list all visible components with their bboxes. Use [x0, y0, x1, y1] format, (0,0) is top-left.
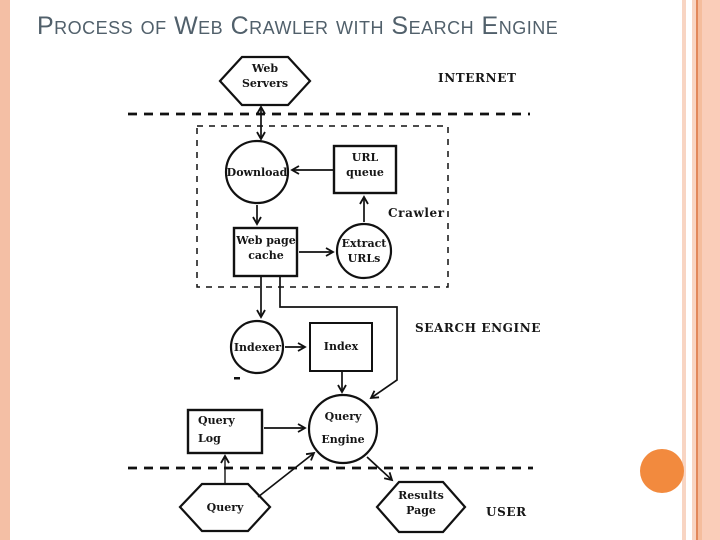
- text-line: Page: [406, 504, 436, 518]
- zone-label-crawler: Crawler: [388, 206, 445, 220]
- node-label-query: Query: [206, 501, 244, 514]
- query-log-rect: [186, 408, 264, 455]
- text-line: Web: [251, 62, 279, 75]
- results-page-hexagon: [375, 480, 467, 534]
- arrow-query-engine-results-page: [366, 456, 394, 482]
- arrow-web-page-cache-query-engine: [279, 277, 398, 400]
- text-line: Log: [198, 431, 221, 445]
- ink-speck: [234, 377, 240, 380]
- query-hexagon: [178, 482, 272, 533]
- right-border-stripe-dark: [696, 0, 698, 540]
- node-label-query-engine: Query Engine: [308, 406, 378, 451]
- text-line: cache: [248, 248, 284, 262]
- node-label-web-servers: Web Servers: [223, 62, 307, 92]
- right-border-stripe: [698, 0, 702, 540]
- extract-urls-circle: [335, 222, 393, 280]
- query-engine-circle: [307, 393, 379, 465]
- crawler-dashed-box: [196, 125, 449, 288]
- node-label-indexer: Indexer: [233, 341, 282, 354]
- node-label-query-log: Query Log: [198, 412, 258, 447]
- text-line: Engine: [321, 432, 365, 446]
- web-page-cache-rect: [232, 226, 299, 278]
- left-border-stripe: [0, 0, 10, 540]
- slide-title: Process of Web Crawler with Search Engin…: [37, 12, 559, 40]
- arrow-query-query-engine: [257, 451, 316, 498]
- text-line: Web page: [236, 234, 296, 247]
- zone-label-user: USER: [486, 505, 527, 519]
- decorative-orange-circle: [640, 449, 684, 493]
- text-line: Query: [324, 410, 362, 423]
- right-border-stripe: [692, 0, 696, 540]
- node-label-extract-urls: Extract URLs: [334, 237, 394, 267]
- download-circle: [224, 139, 290, 205]
- node-label-results-page: Results Page: [384, 488, 458, 519]
- node-label-download: Download: [226, 166, 288, 179]
- zone-label-search-engine: SEARCH ENGINE: [415, 321, 542, 335]
- index-rect: [309, 322, 373, 372]
- node-label-url-queue: URL queue: [335, 151, 395, 181]
- text-line: Results: [398, 489, 444, 502]
- node-label-web-page-cache: Web page cache: [229, 234, 303, 264]
- right-border-stripe-wide: [702, 0, 720, 540]
- text-line: URL: [351, 151, 379, 164]
- text-line: Servers: [241, 76, 289, 90]
- text-line: Query: [198, 414, 235, 427]
- text-line: Extract: [341, 237, 387, 250]
- web-servers-hexagon: [218, 55, 312, 107]
- url-queue-rect: [332, 144, 398, 195]
- text-line: URLs: [347, 251, 381, 265]
- indexer-circle: [229, 319, 285, 375]
- text-line: queue: [346, 165, 384, 179]
- node-label-index: Index: [323, 340, 359, 353]
- zone-label-internet: INTERNET: [438, 71, 517, 85]
- right-border-stripe: [682, 0, 686, 540]
